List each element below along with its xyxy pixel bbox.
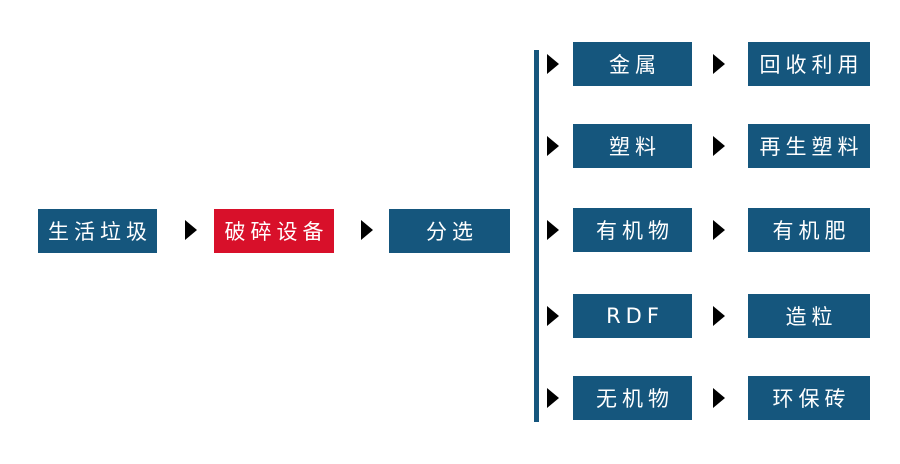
- node-output-organic-fertilizer: 有机肥: [748, 208, 870, 252]
- right-arrow-icon: [533, 384, 563, 412]
- right-arrow-icon: [533, 302, 563, 330]
- right-arrow-icon: [699, 50, 729, 78]
- node-label: 造粒: [785, 305, 838, 329]
- branch-trunk-line: [534, 50, 539, 422]
- node-category-plastic: 塑料: [573, 124, 692, 168]
- node-label: 环保砖: [772, 387, 851, 411]
- node-category-metal: 金属: [573, 42, 692, 86]
- right-arrow-icon: [171, 216, 201, 244]
- node-label: 无机物: [596, 387, 674, 411]
- node-label: 破碎设备: [224, 220, 329, 244]
- node-label: 分选: [426, 220, 478, 244]
- node-label: 再生塑料: [759, 135, 864, 159]
- right-arrow-icon: [699, 302, 729, 330]
- node-output-granulation: 造粒: [748, 294, 870, 338]
- right-arrow-icon: [533, 50, 563, 78]
- right-arrow-icon: [699, 384, 729, 412]
- node-output-recycling: 回收利用: [748, 42, 870, 86]
- node-sorting: 分选: [389, 209, 510, 253]
- node-label: 生活垃圾: [48, 220, 152, 244]
- node-label: 有机物: [596, 219, 674, 243]
- node-category-organic: 有机物: [573, 208, 692, 252]
- node-label: RDF: [606, 304, 664, 328]
- node-label: 金属: [609, 53, 661, 77]
- node-crushing-equipment: 破碎设备: [214, 209, 334, 253]
- node-label: 塑料: [609, 135, 661, 159]
- node-output-eco-brick: 环保砖: [748, 376, 870, 420]
- right-arrow-icon: [347, 216, 377, 244]
- node-label: 有机肥: [772, 219, 851, 243]
- node-label: 回收利用: [759, 53, 864, 77]
- right-arrow-icon: [533, 132, 563, 160]
- right-arrow-icon: [699, 132, 729, 160]
- right-arrow-icon: [699, 216, 729, 244]
- node-household-waste: 生活垃圾: [38, 209, 157, 253]
- node-category-rdf: RDF: [573, 294, 692, 338]
- right-arrow-icon: [533, 216, 563, 244]
- node-output-recycled-plastic: 再生塑料: [748, 124, 870, 168]
- node-category-inorganic: 无机物: [573, 376, 692, 420]
